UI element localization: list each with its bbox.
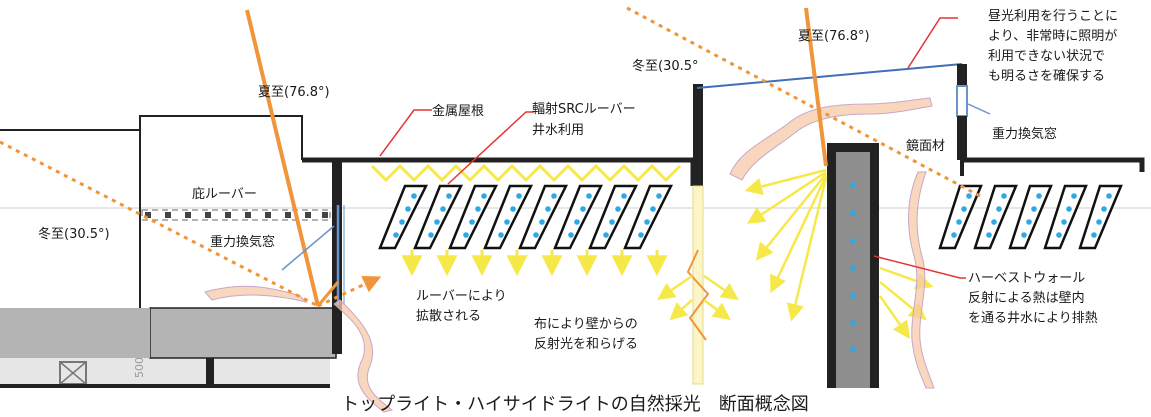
label-cloth-2: 反射光を和らげる bbox=[534, 336, 638, 352]
label-metal-roof: 金属屋根 bbox=[432, 103, 484, 119]
radiant-louvers-right bbox=[938, 184, 1123, 250]
label-harvest-3: を通る井水により排熱 bbox=[968, 311, 1098, 326]
label-daylight-2: より、非常時に照明が bbox=[988, 29, 1117, 44]
airflow-icon bbox=[204, 97, 935, 413]
label-eave-louver: 庇ルーバー bbox=[192, 187, 257, 202]
gravity-window-right bbox=[956, 85, 968, 117]
label-diffuse-1: ルーバーにより bbox=[416, 289, 507, 304]
left-building bbox=[0, 115, 345, 388]
harvest-wall bbox=[827, 143, 879, 388]
sun-ray-icon bbox=[0, 6, 981, 308]
label-radiant-louver-1: 輻射SRCルーバー bbox=[532, 101, 636, 117]
eave-louver bbox=[141, 209, 331, 221]
leader-lines bbox=[379, 17, 966, 279]
radiant-louvers-left bbox=[378, 184, 674, 250]
roof-zigzag-light bbox=[370, 163, 682, 183]
cloth-panel bbox=[692, 185, 704, 385]
label-gravity-window-right: 重力換気窓 bbox=[992, 126, 1057, 142]
label-radiant-louver-2: 井水利用 bbox=[532, 123, 584, 138]
right-building bbox=[956, 64, 1145, 176]
water-dot-icon bbox=[850, 182, 856, 352]
center-wall bbox=[686, 84, 710, 385]
water-dot-icon bbox=[393, 193, 662, 238]
label-gravity-window-left: 重力換気窓 bbox=[210, 234, 275, 250]
label-cloth-1: 布により壁からの bbox=[534, 317, 638, 332]
cloth-reflected-light bbox=[657, 274, 739, 321]
water-dot-icon bbox=[951, 193, 1112, 238]
label-daylight-1: 昼光利用を行うことに bbox=[988, 9, 1118, 24]
diffused-light-arrows bbox=[401, 250, 668, 277]
high-side-glazing bbox=[696, 63, 963, 89]
left-floor-slab bbox=[149, 307, 337, 359]
bg-number: 500 bbox=[133, 357, 146, 378]
label-summer-left: 夏至(76.8°) bbox=[258, 85, 330, 100]
label-winter-right: 冬至(30.5° bbox=[632, 58, 699, 74]
annotations: 夏至(76.8°) 冬至(30.5°) 冬至(30.5° 夏至(76.8°) 金… bbox=[38, 9, 1118, 415]
metal-roof bbox=[302, 157, 696, 186]
label-harvest-1: ハーベストウォール bbox=[968, 271, 1085, 286]
label-harvest-2: 反射による熱は壁内 bbox=[968, 290, 1085, 306]
harvest-reflected-light bbox=[744, 168, 934, 339]
label-daylight-3: 利用できない状況で bbox=[988, 49, 1105, 64]
label-summer-right: 夏至(76.8°) bbox=[798, 29, 870, 44]
label-winter-left: 冬至(30.5°) bbox=[38, 226, 110, 242]
diagram-caption: トップライト・ハイサイドライトの自然採光 断面概念図 bbox=[341, 393, 809, 415]
label-daylight-4: も明るさを確保する bbox=[988, 68, 1105, 84]
label-diffuse-2: 拡散される bbox=[416, 309, 481, 324]
label-mirror: 鏡面材 bbox=[906, 139, 945, 154]
